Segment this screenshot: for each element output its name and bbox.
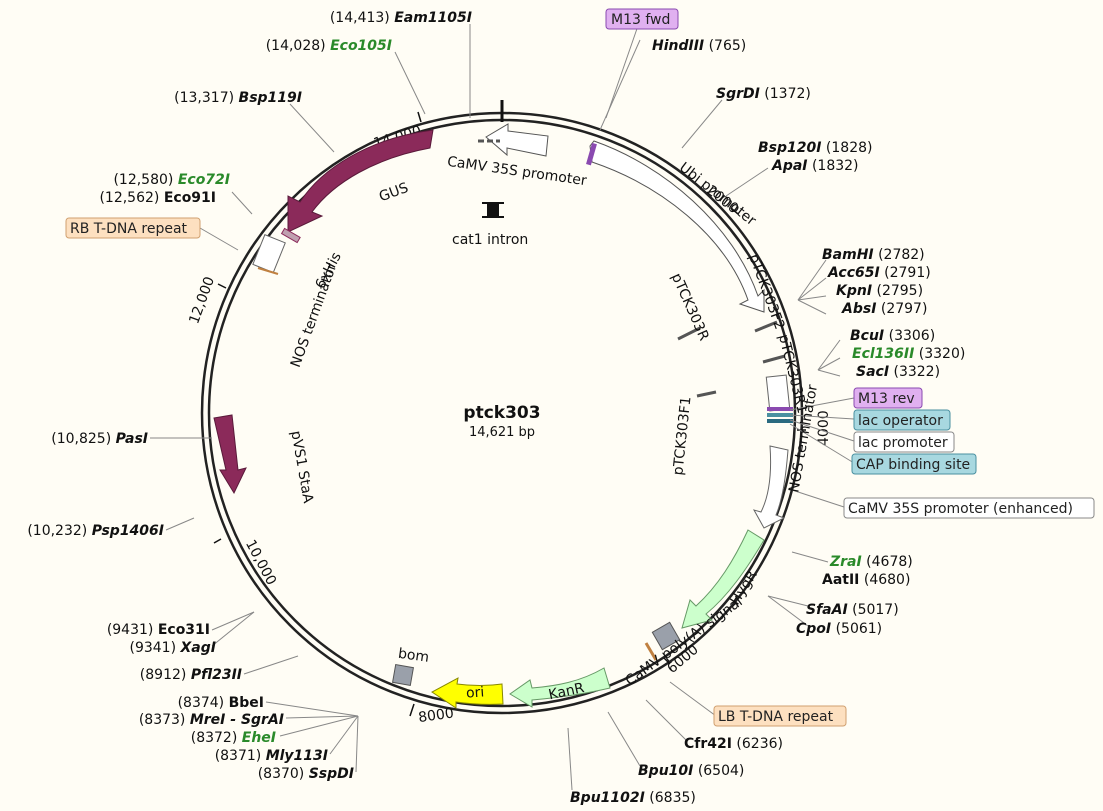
- box-label-m13fwd: M13 fwd: [611, 12, 670, 28]
- box-rb: [65, 217, 201, 239]
- svg-text:(8373) MreI - SgrAI: (8373) MreI - SgrAI: [139, 712, 284, 728]
- svg-text:AbsI (2797): AbsI (2797): [841, 301, 927, 317]
- svg-text:CpoI (5061): CpoI (5061): [796, 621, 882, 637]
- kanr-arrow: [509, 667, 611, 708]
- svg-text:(8372) EheI: (8372) EheI: [191, 730, 276, 746]
- svg-text:(8374) BbeI: (8374) BbeI: [178, 695, 264, 711]
- m13-rev-mark: [767, 407, 793, 411]
- box-m13fwd: [605, 8, 679, 30]
- box-label-rb: RB T-DNA repeat: [70, 221, 188, 237]
- label-cat1: cat1 intron: [452, 232, 528, 248]
- label-ubi: Ubi promoter: [676, 160, 759, 230]
- svg-text:ApaI (1832): ApaI (1832): [771, 158, 859, 174]
- box-label-cap: CAP binding site: [856, 457, 970, 473]
- svg-text:(12,562) Eco91I: (12,562) Eco91I: [99, 190, 216, 206]
- cap-mark: [767, 419, 793, 423]
- label-ori: ori: [466, 684, 485, 701]
- svg-text:Cfr42I (6236): Cfr42I (6236): [684, 736, 783, 752]
- sites-left: (14,413) Eam1105I (14,028) Eco105I (13,3…: [27, 10, 472, 782]
- label-bom: bom: [397, 646, 430, 666]
- hygr-arrow: [681, 529, 765, 629]
- box-label-camv35se: CaMV 35S promoter (enhanced): [848, 501, 1073, 517]
- rb-mark: [257, 267, 279, 275]
- ubi-promoter-arrow: [589, 140, 765, 313]
- svg-text:(10,232) Psp1406I: (10,232) Psp1406I: [27, 523, 164, 539]
- svg-text:BamHI (2782): BamHI (2782): [822, 247, 925, 263]
- gus-arrow: [287, 129, 434, 233]
- 6xhis-mark: [280, 227, 301, 244]
- box-cap: [851, 453, 977, 475]
- box-label-m13rev: M13 rev: [858, 391, 915, 407]
- label-pvs1: pVS1 StaA: [287, 429, 316, 504]
- svg-text:(9431) Eco31I: (9431) Eco31I: [107, 622, 210, 638]
- box-camv35se: [843, 497, 1095, 519]
- box-m13rev: [853, 387, 923, 409]
- plasmid-size: 14,621 bp: [469, 425, 535, 440]
- leader-lines: [150, 19, 855, 791]
- svg-text:SgrDI (1372): SgrDI (1372): [716, 86, 811, 102]
- label-f1: pTCK303F1: [670, 396, 694, 477]
- bom-box: [391, 663, 415, 687]
- box-label-lb: LB T-DNA repeat: [718, 709, 834, 725]
- svg-text:(8371) Mly113I: (8371) Mly113I: [215, 748, 328, 764]
- tick-label-4000: 4000: [816, 410, 832, 446]
- svg-text:Bsp120I (1828): Bsp120I (1828): [758, 140, 872, 156]
- svg-text:Acc65I (2791): Acc65I (2791): [827, 265, 931, 281]
- label-camv35s: CaMV 35S promoter: [446, 154, 588, 189]
- svg-text:(8370) SspDI: (8370) SspDI: [258, 766, 354, 782]
- pvs1-staa-arrow: [213, 414, 247, 495]
- primer-marks: [677, 320, 786, 398]
- cat1-intron-mark: [487, 203, 499, 217]
- svg-text:(10,825) PasI: (10,825) PasI: [51, 431, 148, 447]
- svg-text:(12,580) Eco72I: (12,580) Eco72I: [113, 172, 230, 188]
- svg-text:Ecl136II (3320): Ecl136II (3320): [852, 346, 965, 362]
- svg-text:Bpu10I (6504): Bpu10I (6504): [638, 763, 744, 779]
- svg-text:HindIII (765): HindIII (765): [652, 38, 746, 54]
- label-nos1: NOS terminator: [288, 261, 340, 369]
- box-label-lacop: lac operator: [858, 413, 943, 429]
- camv-polya-box: [651, 621, 681, 651]
- m13-fwd-mark: [586, 142, 597, 166]
- svg-text:SacI (3322): SacI (3322): [856, 364, 940, 380]
- svg-text:(14,028) Eco105I: (14,028) Eco105I: [266, 38, 392, 54]
- label-gus: GUS: [377, 180, 411, 205]
- label-polya: CaMV poly(A) signal: [623, 594, 746, 690]
- camv35s-promoter-arrow: [485, 123, 549, 157]
- label-kanr: KanR: [547, 680, 586, 703]
- box-lacop: [853, 409, 951, 431]
- svg-text:(9341) XagI: (9341) XagI: [130, 640, 217, 656]
- svg-text:(13,317) Bsp119I: (13,317) Bsp119I: [174, 90, 302, 106]
- ori-arrow: [431, 677, 504, 709]
- svg-text:(8912) Pfl23II: (8912) Pfl23II: [140, 667, 242, 683]
- sites-right: HindIII (765) SgrDI (1372) Bsp120I (1828…: [570, 38, 965, 806]
- svg-text:SfaAI (5017): SfaAI (5017): [806, 602, 899, 618]
- svg-text:BcuI (3306): BcuI (3306): [850, 328, 935, 344]
- svg-text:(14,413) Eam1105I: (14,413) Eam1105I: [330, 10, 472, 26]
- svg-text:Bpu1102I (6835): Bpu1102I (6835): [570, 790, 696, 806]
- box-label-lacprom: lac promoter: [858, 435, 948, 451]
- nos-terminator-box: [252, 234, 286, 274]
- svg-text:KpnI (2795): KpnI (2795): [836, 283, 923, 299]
- scale-ticks: [213, 111, 806, 717]
- tick-label-8000: 8000: [417, 705, 455, 726]
- svg-text:ZraI (4678): ZraI (4678): [829, 554, 913, 570]
- lac-operator-mark: [767, 413, 793, 417]
- tick-label-12000: 12,000: [186, 275, 218, 327]
- box-lb: [713, 705, 847, 727]
- lb-mark: [644, 642, 658, 661]
- svg-text:AatII (4680): AatII (4680): [822, 572, 910, 588]
- box-lacprom: [853, 431, 955, 453]
- nos-terminator-arrow-2: [752, 445, 789, 529]
- plasmid-name: ptck303: [463, 403, 540, 423]
